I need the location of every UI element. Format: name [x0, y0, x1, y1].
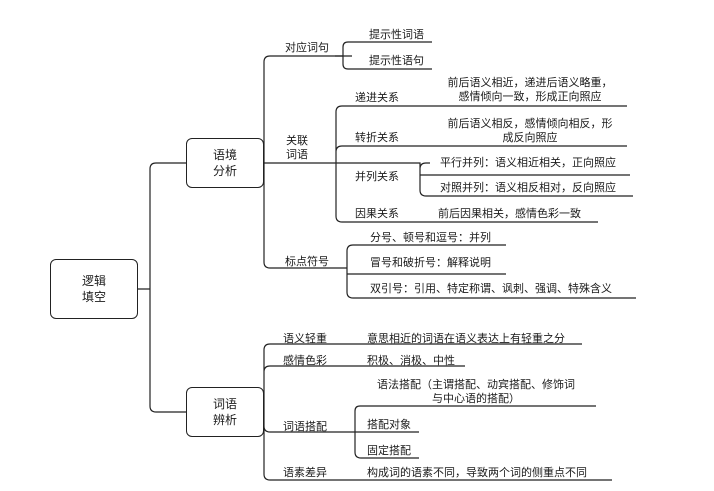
word-line2: 辨析	[212, 413, 237, 427]
emotion-desc: 积极、消极、中性	[367, 354, 455, 367]
root-node[interactable]: 逻辑填空	[50, 259, 138, 319]
progressive-label: 递进关系	[355, 91, 399, 104]
grammar-collocation: 语法搭配（主谓搭配、动宾搭配、修饰词 与中心语的搭配）	[360, 378, 592, 406]
causal-desc: 前后因果相关，感情色彩一致	[438, 207, 581, 220]
root-line2: 填空	[81, 290, 106, 304]
turning-desc-line1: 前后语义相反，感情倾向相反，形	[447, 117, 613, 130]
connector-word-trunk	[263, 343, 360, 481]
causal-label: 因果关系	[355, 207, 399, 220]
connector-corresponding	[335, 41, 432, 70]
context-analysis-node[interactable]: 语境分析	[186, 138, 264, 188]
related-label-line2: 词语	[286, 148, 308, 161]
root-line1: 逻辑	[81, 274, 106, 288]
corresponding-label: 对应词句	[285, 41, 329, 54]
connector-root-trunk	[138, 162, 186, 413]
turning-desc: 前后语义相反，感情倾向相反，形 成反向照应	[436, 117, 624, 145]
connector-parallel	[395, 162, 633, 197]
context-line1: 语境	[212, 148, 237, 162]
punctuation-item: 冒号和破折号：解释说明	[370, 256, 491, 269]
parallel-item: 对照并列：语义相反相对，反向照应	[440, 181, 616, 194]
collocation-object: 搭配对象	[367, 418, 411, 431]
related-label-line1: 关联	[286, 134, 308, 147]
parallel-label: 并列关系	[355, 170, 399, 183]
progressive-desc-line1: 前后语义相近，递进后语义略重，	[447, 76, 613, 89]
connector-context-trunk	[263, 55, 352, 269]
morpheme-desc: 构成词的语素不同，导致两个词的侧重点不同	[367, 466, 587, 479]
turning-label: 转折关系	[355, 131, 399, 144]
connector-related	[335, 105, 433, 223]
weight-label: 语义轻重	[283, 332, 327, 345]
grammar-line1: 语法搭配（主谓搭配、动宾搭配、修饰词	[377, 378, 575, 391]
emotion-label: 感情色彩	[283, 354, 327, 367]
grammar-line2: 与中心语的搭配）	[432, 392, 520, 405]
weight-desc: 意思相近的词语在语义表达上有轻重之分	[367, 332, 565, 345]
punctuation-label: 标点符号	[285, 255, 329, 268]
morpheme-label: 语素差异	[283, 466, 327, 479]
word-analysis-node[interactable]: 词语辨析	[186, 387, 264, 437]
turning-desc-line2: 成反向照应	[502, 131, 558, 144]
collocation-label: 词语搭配	[283, 420, 327, 433]
connector-collocation	[347, 405, 596, 459]
parallel-item: 平行并列：语义相近相关，正向照应	[440, 156, 616, 169]
progressive-desc-line2: 感情倾向一致，形成正向照应	[458, 90, 602, 103]
connector-punctuation	[336, 244, 636, 299]
punctuation-item: 分号、顿号和逗号：并列	[370, 231, 491, 244]
corresponding-item: 提示性词语	[369, 28, 424, 41]
punctuation-item: 双引号：引用、特定称谓、讽刺、强调、特殊含义	[370, 282, 612, 295]
context-line2: 分析	[212, 164, 237, 178]
corresponding-item: 提示性语句	[369, 54, 424, 67]
fixed-collocation: 固定搭配	[367, 444, 411, 457]
word-line1: 词语	[212, 397, 237, 411]
related-label: 关联 词语	[286, 134, 308, 162]
progressive-desc: 前后语义相近，递进后语义略重， 感情倾向一致，形成正向照应	[436, 76, 624, 104]
